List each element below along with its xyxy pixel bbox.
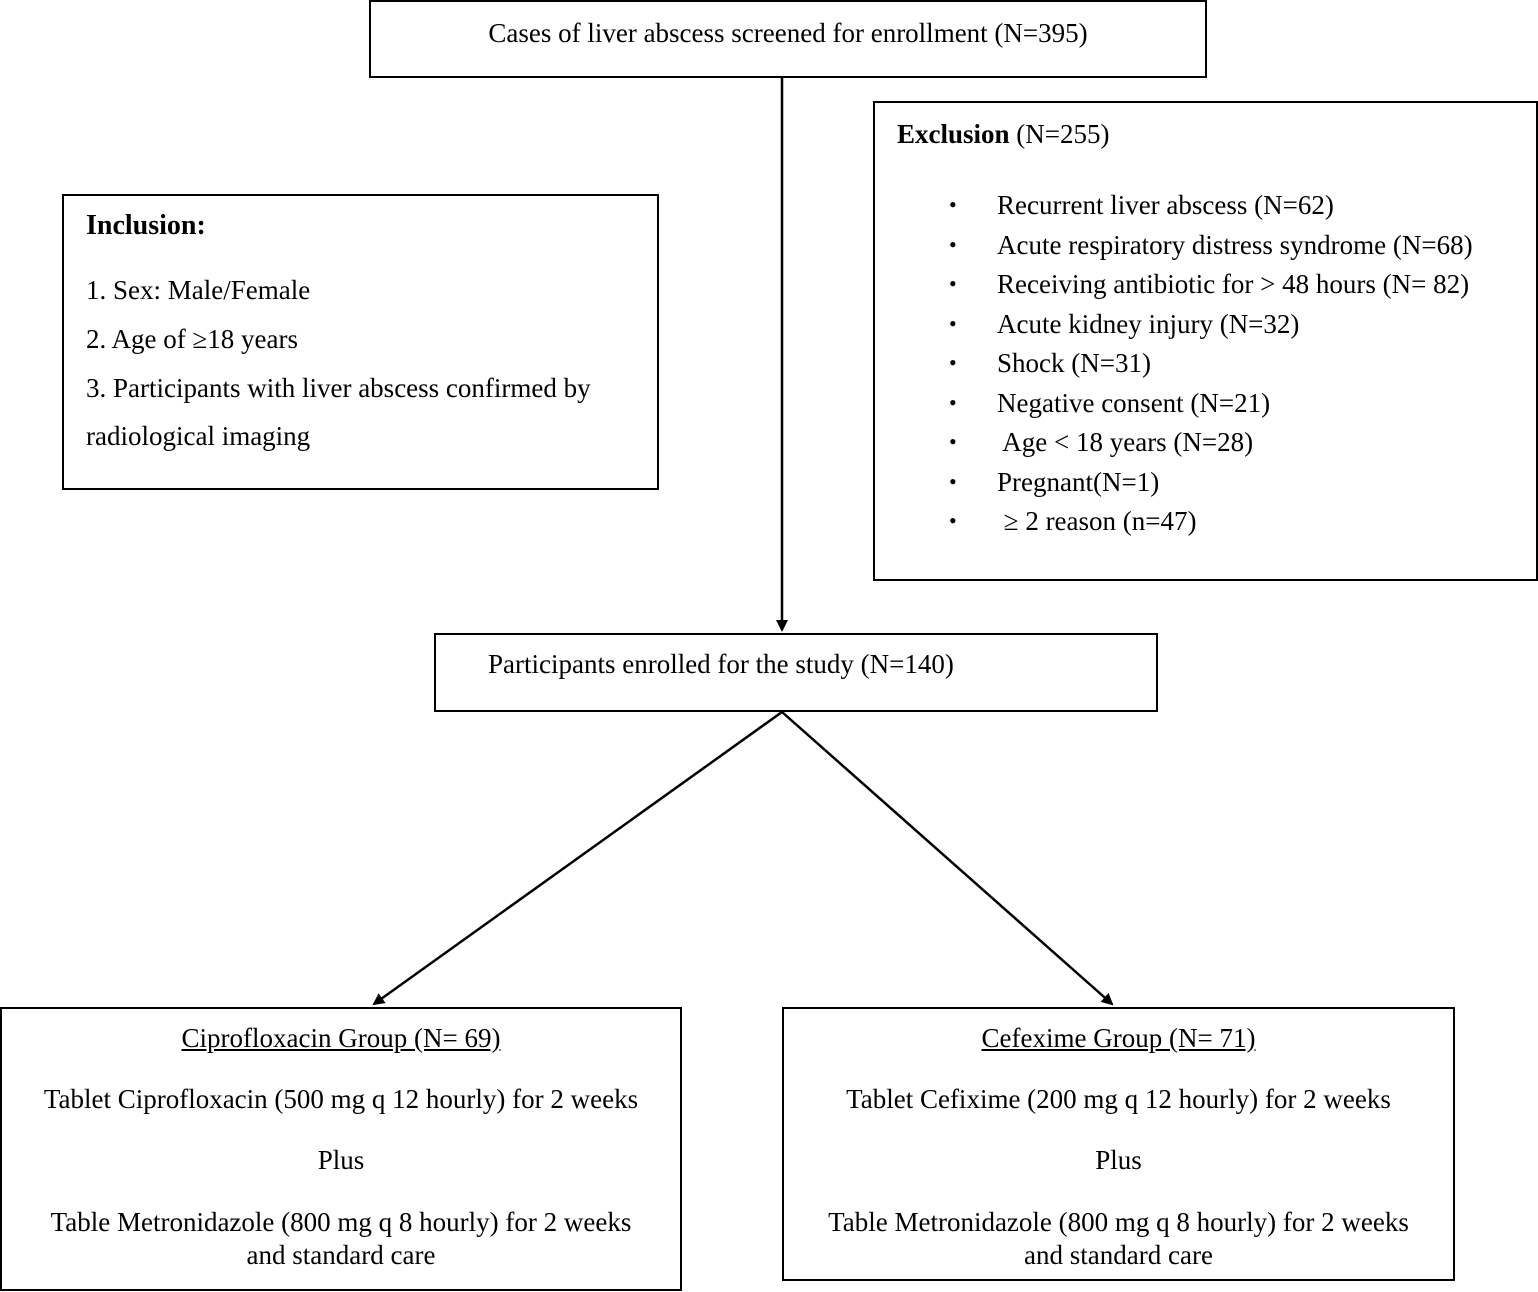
inclusion-item: 1. Sex: Male/Female: [86, 275, 311, 305]
exclusion-title: Exclusion: [897, 119, 1010, 149]
exclusion-item-label: Acute kidney injury (N=32): [997, 308, 1300, 339]
exclusion-item-label: Recurrent liver abscess (N=62): [997, 190, 1334, 220]
metronidazole-regimen: Table Metronidazole (800 mg q 8 hourly) …: [50, 1207, 632, 1270]
exclusion-item-label: ≥ 2 reason (n=47): [997, 506, 1197, 536]
enrolled-text: Participants enrolled for the study (N=1…: [488, 649, 954, 679]
exclusion-item-label: Acute respiratory distress syndrome (N=6…: [997, 229, 1473, 260]
ciprofloxacin-group-title: Ciprofloxacin Group (N= 69): [181, 1023, 501, 1053]
inclusion-box: Inclusion: 1. Sex: Male/Female 2. Age of…: [62, 194, 659, 490]
screened-text: Cases of liver abscess screened for enro…: [488, 18, 1088, 48]
exclusion-item-label: Age < 18 years (N=28): [997, 427, 1254, 457]
enrolled-box: Participants enrolled for the study (N=1…: [434, 633, 1158, 712]
exclusion-item-label: Shock (N=31): [997, 348, 1151, 378]
exclusion-item-label: Negative consent (N=21): [997, 387, 1271, 418]
bullet-icon: •: [949, 508, 957, 533]
bullet-icon: •: [949, 468, 957, 494]
exclusion-count: (N=255): [1016, 119, 1110, 149]
inclusion-item: 2. Age of ≥18 years: [86, 324, 299, 354]
metronidazole-regimen: Table Metronidazole (800 mg q 8 hourly) …: [828, 1207, 1409, 1270]
exclusion-heading: Exclusion (N=255): [897, 119, 1110, 150]
inclusion-item: 3. Participants with liver abscess confi…: [86, 373, 591, 451]
exclusion-item-label: Receiving antibiotic for > 48 hours (N= …: [997, 269, 1470, 299]
bullet-icon: •: [949, 310, 957, 336]
bullet-icon: •: [949, 350, 957, 375]
plus-label: Plus: [1095, 1145, 1142, 1175]
inclusion-title: Inclusion:: [86, 210, 206, 241]
ciprofloxacin-group-box: Ciprofloxacin Group (N= 69) Tablet Cipro…: [0, 1007, 682, 1291]
ciprofloxacin-regimen: Tablet Ciprofloxacin (500 mg q 12 hourly…: [43, 1084, 639, 1114]
bullet-icon: •: [949, 231, 957, 257]
bullet-icon: •: [949, 192, 957, 217]
cefexime-group-title: Cefexime Group (N= 71): [981, 1023, 1256, 1053]
exclusion-item-label: Pregnant(N=1): [997, 466, 1160, 497]
screened-box: Cases of liver abscess screened for enro…: [369, 0, 1207, 78]
bullet-icon: •: [949, 389, 957, 415]
bullet-icon: •: [949, 429, 957, 454]
plus-label: Plus: [317, 1145, 365, 1175]
bullet-icon: •: [949, 271, 957, 296]
exclusion-box: Exclusion (N=255) • Recurrent liver absce…: [873, 101, 1538, 581]
cefexime-group-box: Cefexime Group (N= 71) Tablet Cefixime (…: [782, 1007, 1455, 1281]
arrow-enrolled-to-cipro: [372, 710, 783, 1006]
arrow-enrolled-to-cefix: [781, 711, 1114, 1006]
cefixime-regimen: Tablet Cefixime (200 mg q 12 hourly) for…: [846, 1084, 1391, 1114]
